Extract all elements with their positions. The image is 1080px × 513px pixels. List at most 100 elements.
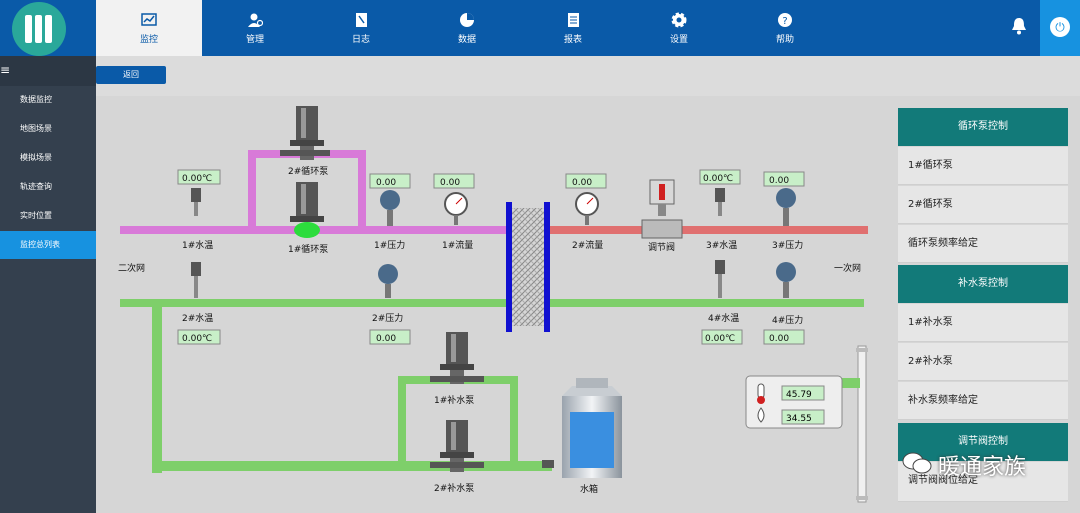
t1-label: 1#水温 [182,239,213,251]
makeup-pump-2-label: 2#补水泵 [434,482,474,494]
circ-pump-freq-control[interactable]: 循环泵频率给定 [898,225,1068,263]
user-gear-icon [247,12,264,28]
watermark: 暖通家族 [902,447,1062,481]
primary-net-label: 一次网 [834,262,861,274]
circ-pump-2-label: 2#循环泵 [288,165,328,177]
tab-log[interactable]: 日志 [308,0,414,56]
makeup-pump-2-control[interactable]: 2#补水泵 [898,343,1068,381]
circ-pump-1[interactable] [290,182,324,238]
sidebar-item-map-scene[interactable]: 地图场景 [20,124,52,133]
makeup-pump-control-header: 补水泵控制 [898,265,1068,303]
svg-text:?: ? [782,16,787,27]
sidebar-header: ≡ [0,56,96,86]
t2-value-box: 0.00℃ [177,329,221,345]
back-button[interactable]: 返回 [96,66,166,84]
circ-pump-control-header: 循环泵控制 [898,108,1068,146]
top-navigation-bar: 监控 管理 日志 数据 报表 设置 ? 帮助 [0,0,1080,56]
svg-text:0.00℃: 0.00℃ [182,174,212,184]
sidebar-item-realtime-location[interactable]: 实时位置 [20,211,52,220]
svg-text:0.00: 0.00 [769,334,789,344]
app-logo [12,2,66,56]
svg-text:0.00: 0.00 [769,176,789,186]
makeup-pump-1[interactable] [430,332,484,384]
menu-icon[interactable]: ≡ [0,63,11,77]
level-readout: 34.55 [786,414,812,424]
thermometer-icon [757,383,765,404]
power-button[interactable]: ⏻ [1040,0,1080,56]
tab-settings[interactable]: 设置 [626,0,732,56]
power-icon: ⏻ [1050,17,1070,37]
t4-value-box: 0.00℃ [701,329,743,345]
p1-value-box: 0.00 [369,173,411,189]
notebook-icon [353,12,369,28]
t2-label: 2#水温 [182,312,213,324]
p1-label: 1#压力 [374,239,405,251]
help-icon: ? [777,12,793,28]
f2-label: 2#流量 [572,239,603,251]
water-tank [542,378,622,478]
svg-text:0.00: 0.00 [376,334,396,344]
regulating-valve[interactable] [641,179,683,239]
sidebar-item-sim-scene[interactable]: 模拟场景 [20,153,52,162]
p3-value-box: 0.00 [763,171,805,187]
p2-value-box: 0.00 [369,329,411,345]
drop-icon [757,407,765,423]
svg-text:0.00℃: 0.00℃ [182,334,212,344]
wechat-icon [902,452,932,474]
t3-label: 3#水温 [706,239,737,251]
valve-label: 调节阀 [648,242,675,253]
gear-icon [671,12,687,28]
temp-readout: 45.79 [786,390,812,400]
red-pipe [548,226,868,234]
tab-manage[interactable]: 管理 [202,0,308,56]
makeup-pump-1-label: 1#补水泵 [434,394,474,406]
svg-text:0.00: 0.00 [440,178,460,188]
makeup-pump-2[interactable] [430,420,484,472]
pie-icon [459,12,475,28]
f1-value-box: 0.00 [433,173,475,189]
tab-help[interactable]: ? 帮助 [732,0,838,56]
tab-report[interactable]: 报表 [520,0,626,56]
svg-text:0.00: 0.00 [572,178,592,188]
pressure-transmitter-icon [378,264,398,298]
pressure-transmitter-icon [776,262,796,298]
flow-gauge-icon [575,192,599,225]
thermometer-icon [191,262,201,298]
svg-text:0.00℃: 0.00℃ [703,174,733,184]
tab-data[interactable]: 数据 [414,0,520,56]
svg-text:0.00: 0.00 [376,178,396,188]
circ-pump-1-control[interactable]: 1#循环泵 [898,147,1068,185]
makeup-pump-1-control[interactable]: 1#补水泵 [898,304,1068,342]
circ-pump-2-control[interactable]: 2#循环泵 [898,186,1068,224]
makeup-pump-freq-control[interactable]: 补水泵频率给定 [898,382,1068,420]
process-diagram: 2#循环泵 1#循环泵 1#补水泵 2#补水泵 水箱 二次网 一次网 0.00℃… [118,106,868,503]
thermometer-icon [715,260,725,298]
circ-pump-1-label: 1#循环泵 [288,243,328,255]
t1-value-box: 0.00℃ [177,169,221,185]
thermometer-icon [191,188,201,216]
sidebar-item-monitor-list[interactable]: 监控总列表 [0,231,96,259]
svg-text:0.00℃: 0.00℃ [705,334,735,344]
water-tank-label: 水箱 [580,483,598,495]
sidebar-item-data-monitor[interactable]: 数据监控 [20,95,52,104]
valve-control-header: 调节阀控制 [898,423,1068,461]
level-display: 45.79 34.55 [745,375,843,429]
circ-pump-2[interactable] [280,106,330,160]
heat-exchanger [506,202,550,332]
p4-value-box: 0.00 [763,329,805,345]
p2-label: 2#压力 [372,312,403,324]
sidebar: ≡ 数据监控 地图场景 模拟场景 轨迹查询 实时位置 监控总列表 [0,56,96,513]
f2-value-box: 0.00 [565,173,607,189]
level-gauge [840,345,868,503]
thermometer-icon [715,188,725,216]
tab-monitor[interactable]: 监控 [96,0,202,56]
t3-value-box: 0.00℃ [699,169,741,185]
bell-icon[interactable] [1010,16,1028,36]
sidebar-item-track-query[interactable]: 轨迹查询 [20,182,52,191]
p4-label: 4#压力 [772,314,803,326]
pressure-transmitter-icon [776,188,796,226]
flow-gauge-icon [444,192,468,225]
chart-icon [141,12,157,28]
f1-label: 1#流量 [442,239,473,251]
t4-label: 4#水温 [708,312,739,324]
